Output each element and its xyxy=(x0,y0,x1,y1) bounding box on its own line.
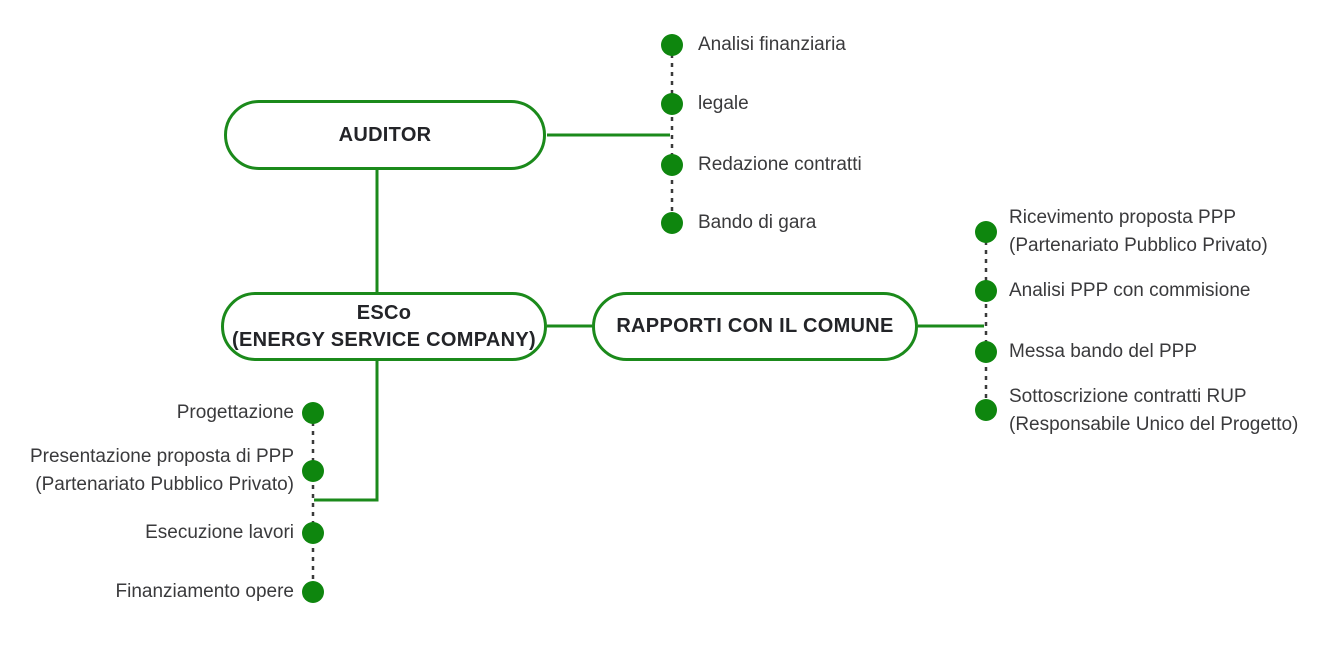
node-esco-label-line2: (ENERGY SERVICE COMPANY) xyxy=(232,328,536,351)
task-dot xyxy=(661,154,683,176)
node-auditor-label: AUDITOR xyxy=(338,123,432,146)
task-label: legale xyxy=(698,93,749,114)
node-esco-label-line1: ESCo xyxy=(356,301,412,324)
task-item: Redazione contratti xyxy=(698,151,862,179)
task-dot xyxy=(661,212,683,234)
task-item: legale xyxy=(698,90,749,118)
task-dot xyxy=(302,581,324,603)
task-item: Bando di gara xyxy=(698,209,816,237)
task-dot xyxy=(975,221,997,243)
task-dot xyxy=(302,460,324,482)
task-item: Analisi finanziaria xyxy=(698,31,846,59)
task-item: Finanziamento opere xyxy=(116,578,295,606)
task-dot xyxy=(975,280,997,302)
task-item: Sottoscrizione contratti RUP (Responsabi… xyxy=(1009,383,1298,439)
task-label: Ricevimento proposta PPP xyxy=(1009,207,1237,228)
task-dot xyxy=(302,402,324,424)
task-dot xyxy=(975,399,997,421)
node-comune[interactable]: RAPPORTI CON IL COMUNE xyxy=(592,292,918,361)
node-esco[interactable]: ESCo (ENERGY SERVICE COMPANY) xyxy=(221,292,547,361)
task-label: Presentazione proposta di PPP xyxy=(29,446,294,467)
task-item: Esecuzione lavori xyxy=(145,519,294,547)
task-item: Presentazione proposta di PPP (Partenari… xyxy=(30,443,294,499)
task-item: Messa bando del PPP xyxy=(1009,338,1197,366)
task-label: Analisi finanziaria xyxy=(698,34,846,55)
task-label-line2: (Partenariato Pubblico Privato) xyxy=(1009,235,1268,256)
task-label: Bando di gara xyxy=(698,212,817,233)
task-label: Progettazione xyxy=(176,402,294,423)
task-label: Sottoscrizione contratti RUP xyxy=(1009,386,1247,407)
task-dot xyxy=(975,341,997,363)
task-dot xyxy=(661,93,683,115)
task-item: Analisi PPP con commisione xyxy=(1009,277,1250,305)
node-comune-label: RAPPORTI CON IL COMUNE xyxy=(616,315,894,337)
task-label: Analisi PPP con commisione xyxy=(1009,280,1251,301)
task-label: Finanziamento opere xyxy=(115,581,295,602)
task-label: Redazione contratti xyxy=(698,154,862,175)
task-label: Messa bando del PPP xyxy=(1009,341,1198,362)
task-label-line2: (Partenariato Pubblico Privato) xyxy=(35,474,294,495)
task-dot xyxy=(302,522,324,544)
task-item: Ricevimento proposta PPP (Partenariato P… xyxy=(1009,204,1268,260)
task-label: Esecuzione lavori xyxy=(145,522,294,543)
connector-esco-tasks xyxy=(314,361,379,502)
node-auditor[interactable]: AUDITOR xyxy=(224,100,546,170)
task-dot xyxy=(661,34,683,56)
task-item: Progettazione xyxy=(177,399,294,427)
task-label-line2: (Responsabile Unico del Progetto) xyxy=(1009,414,1299,435)
